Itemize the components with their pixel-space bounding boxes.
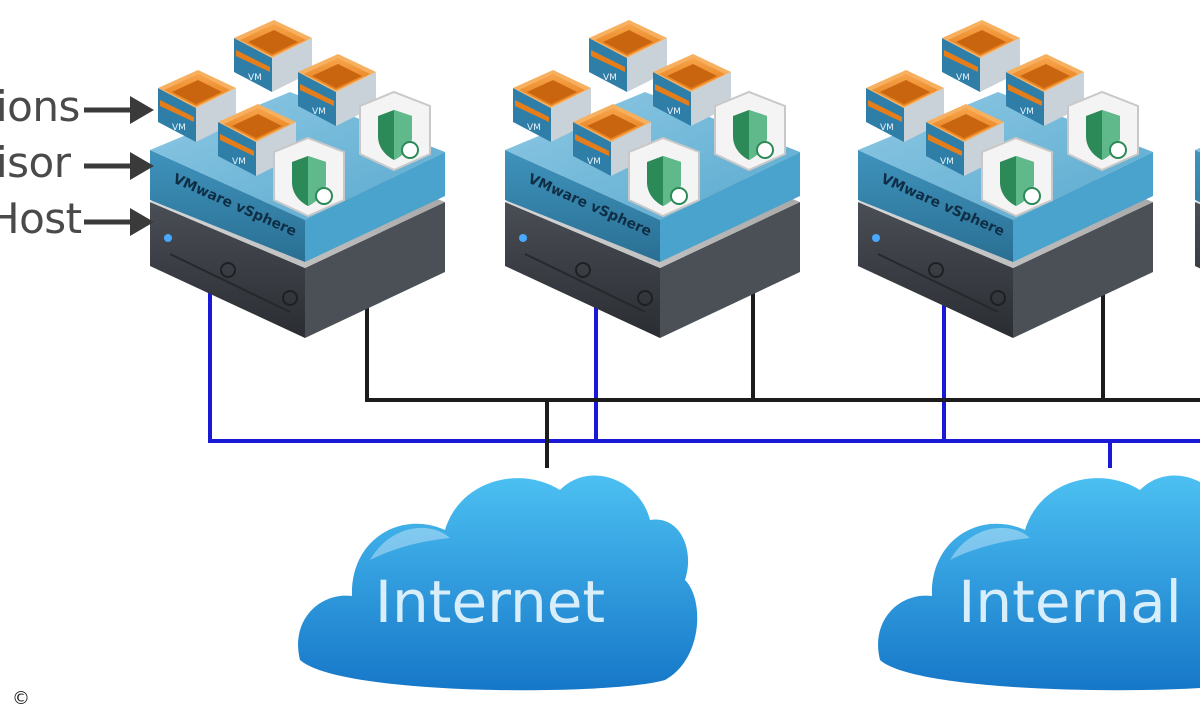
vm-box-icon: VM (866, 70, 944, 142)
arrow-right-icon (84, 152, 154, 180)
vm-box-icon: VM (589, 20, 667, 92)
security-shield-icon (981, 136, 1053, 218)
security-shield-icon (714, 90, 786, 172)
security-shield-icon (1067, 90, 1139, 172)
vm-group: VM VM VM VM (158, 20, 431, 218)
vm-tag: VM (232, 157, 246, 167)
vm-box-icon: VM (942, 20, 1020, 92)
vm-box-icon: VM (1006, 54, 1084, 126)
layer-label-host: Host (0, 194, 82, 243)
vm-box-icon: VM (653, 54, 731, 126)
vm-tag: VM (248, 73, 262, 83)
vm-box-icon: VM (234, 20, 312, 92)
vm-box-icon: VM (218, 104, 296, 176)
cloud-icon (298, 475, 698, 691)
vm-tag: VM (1020, 107, 1034, 117)
cloud-internal-label: Internal (958, 568, 1182, 636)
vm-box-icon: VM (573, 104, 651, 176)
security-shield-icon (628, 136, 700, 218)
network-links (208, 285, 1200, 468)
layer-label-hypervisor: isor (0, 138, 71, 187)
arrow-right-icon (84, 208, 154, 236)
vm-tag: VM (172, 123, 186, 133)
cloud-internal: Internal (878, 475, 1200, 691)
link-black-backbone (365, 300, 1200, 402)
vm-tag: VM (667, 107, 681, 117)
copyright-mark: © (12, 688, 30, 709)
vm-tag: VM (956, 73, 970, 83)
vm-tag: VM (587, 157, 601, 167)
vm-tag: VM (312, 107, 326, 117)
vm-box-icon: VM (926, 104, 1004, 176)
vm-box-icon: VM (513, 70, 591, 142)
cloud-icon (878, 475, 1200, 691)
vm-box-icon: VM (158, 70, 236, 142)
layer-label-applications: ions (0, 82, 80, 131)
vm-tag: VM (603, 73, 617, 83)
vm-box-icon: VM (298, 54, 376, 126)
cloud-internet: Internet (298, 475, 698, 691)
vm-tag: VM (940, 157, 954, 167)
link-blue-backbone (208, 290, 1200, 443)
security-shield-icon (273, 136, 345, 218)
arrow-right-icon (84, 96, 154, 124)
vm-tag: VM (880, 123, 894, 133)
hypervisor-layer: VMware vSphere (1195, 147, 1200, 202)
vm-group: VM VM VM VM (513, 20, 786, 218)
vm-group: VM VM VM VM (866, 20, 1139, 218)
vm-tag: VM (527, 123, 541, 133)
cloud-internet-label: Internet (375, 568, 605, 636)
layer-arrows (84, 96, 154, 236)
security-shield-icon (359, 90, 431, 172)
